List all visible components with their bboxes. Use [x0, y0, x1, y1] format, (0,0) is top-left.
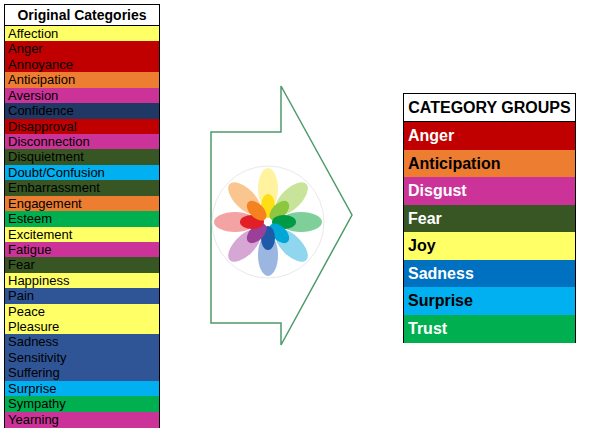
category-label: Anticipation [8, 72, 75, 87]
category-label: Pleasure [8, 319, 59, 334]
category-label: Happiness [8, 273, 69, 288]
category-band: Doubt/Confusion [5, 165, 159, 181]
table-header: CATEGORY GROUPS [404, 94, 575, 122]
category-label: Anticipation [408, 150, 500, 178]
category-label: Annoyance [8, 57, 73, 72]
category-label: Anger [8, 41, 43, 56]
category-label: Disquietment [8, 149, 84, 164]
category-band: Disquietment [5, 149, 159, 165]
category-label: Suffering [8, 365, 60, 380]
category-label: Engagement [8, 196, 82, 211]
category-label: Trust [408, 315, 447, 343]
category-band: Sadness [404, 260, 575, 288]
category-label: Aversion [8, 88, 58, 103]
category-label: Affection [8, 26, 58, 41]
emotion-wheel [212, 166, 324, 278]
category-label: Sadness [8, 334, 59, 349]
category-band: Embarrassment [5, 180, 159, 196]
category-band: Anticipation [5, 72, 159, 88]
category-band: Affection [5, 26, 159, 42]
category-band: Disapproval [5, 119, 159, 135]
category-table: Original CategoriesAffectionAngerAnnoyan… [4, 4, 160, 428]
category-band: Pleasure [5, 319, 159, 335]
category-label: Excitement [8, 227, 72, 242]
category-label: Sadness [408, 260, 474, 288]
category-label: Peace [8, 304, 45, 319]
category-band: Fear [404, 205, 575, 233]
category-band: Anticipation [404, 150, 575, 178]
category-label: Pain [8, 288, 34, 303]
category-label: Sympathy [8, 396, 66, 411]
category-band: Yearning [5, 412, 159, 428]
category-table: CATEGORY GROUPSAngerAnticipationDisgustF… [403, 93, 576, 343]
category-band: Happiness [5, 273, 159, 289]
category-label: Doubt/Confusion [8, 165, 105, 180]
category-label: Esteem [8, 211, 52, 226]
category-band: Anger [404, 122, 575, 150]
category-band: Fear [5, 257, 159, 273]
category-label: Yearning [8, 412, 59, 427]
category-band: Trust [404, 315, 575, 343]
category-band: Confidence [5, 103, 159, 119]
category-label: Surprise [8, 381, 56, 396]
block-arrow [211, 86, 352, 345]
category-band: Peace [5, 304, 159, 320]
wheel-ring [212, 166, 324, 278]
category-label: Disconnection [8, 134, 90, 149]
category-band: Joy [404, 232, 575, 260]
category-band: Pain [5, 288, 159, 304]
category-band: Disconnection [5, 134, 159, 150]
wheel-petal [243, 197, 270, 224]
category-band: Excitement [5, 227, 159, 243]
category-band: Annoyance [5, 57, 159, 73]
category-band: Engagement [5, 196, 159, 212]
category-label: Disgust [408, 177, 467, 205]
category-band: Surprise [404, 287, 575, 315]
category-band: Surprise [5, 381, 159, 397]
category-label: Embarrassment [8, 180, 100, 195]
category-band: Sympathy [5, 396, 159, 412]
category-band: Aversion [5, 88, 159, 104]
category-band: Sensitivity [5, 350, 159, 366]
category-band: Suffering [5, 365, 159, 381]
category-label: Fear [408, 205, 442, 233]
category-band: Esteem [5, 211, 159, 227]
category-label: Fatigue [8, 242, 51, 257]
category-label: Disapproval [8, 119, 77, 134]
category-band: Fatigue [5, 242, 159, 258]
category-label: Anger [408, 122, 454, 150]
category-label: Sensitivity [8, 350, 67, 365]
category-band: Anger [5, 41, 159, 57]
category-label: Fear [8, 257, 35, 272]
category-label: Joy [408, 232, 436, 260]
category-band: Disgust [404, 177, 575, 205]
category-label: Surprise [408, 287, 473, 315]
table-header: Original Categories [5, 5, 159, 26]
category-band: Sadness [5, 334, 159, 350]
category-label: Confidence [8, 103, 74, 118]
